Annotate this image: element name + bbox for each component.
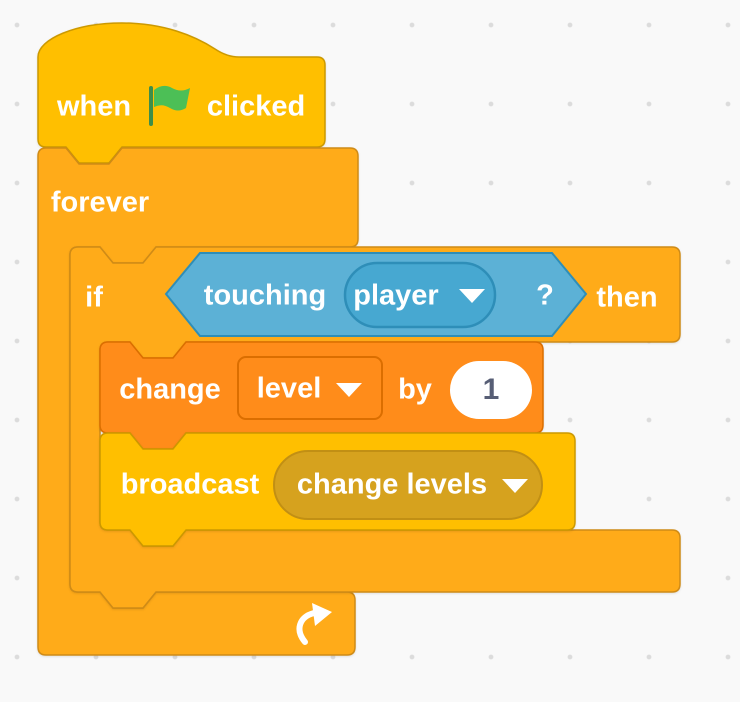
broadcast-dropdown-arrow-icon[interactable]	[502, 479, 528, 493]
level-dropdown[interactable]	[237, 356, 383, 420]
player-dropdown-arrow-icon[interactable]	[459, 289, 485, 303]
level-dropdown-arrow-icon[interactable]	[336, 383, 362, 397]
green-flag-icon	[149, 85, 190, 126]
broadcast-dropdown[interactable]	[273, 450, 543, 520]
value-input[interactable]	[450, 361, 532, 419]
player-dropdown[interactable]	[343, 261, 497, 329]
loop-arrow-icon	[296, 603, 332, 645]
